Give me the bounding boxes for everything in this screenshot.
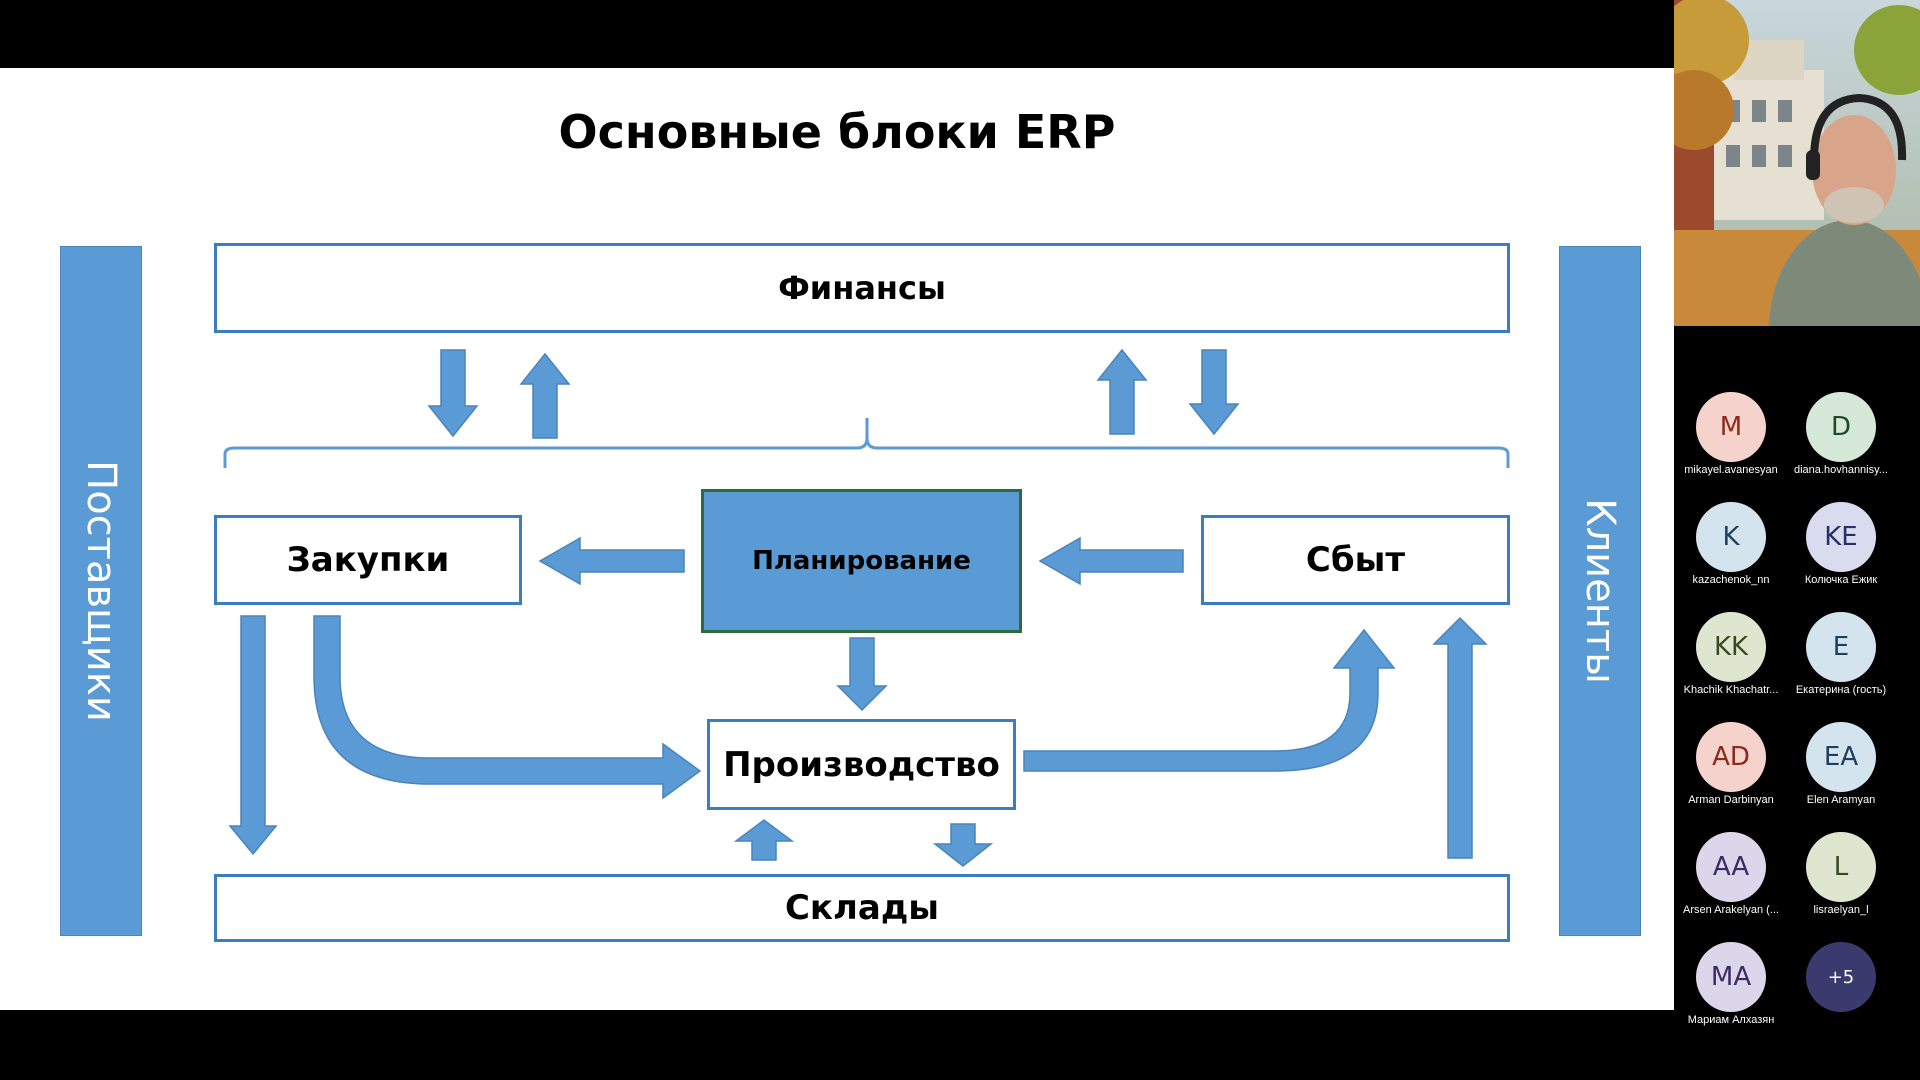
participant-tile[interactable]: KK Khachik Khachatr... bbox=[1676, 612, 1786, 716]
participant-name: lisraelyan_l bbox=[1813, 904, 1869, 916]
clients-label: Клиенты bbox=[1577, 498, 1623, 684]
production-block: Производство bbox=[707, 719, 1016, 810]
participant-name: Arman Darbinyan bbox=[1688, 794, 1774, 806]
participant-name: Колючка Ежик bbox=[1804, 574, 1878, 586]
arrow-down-finance-purchasing bbox=[427, 349, 479, 438]
participant-avatar: L bbox=[1806, 832, 1876, 902]
participant-avatar: MA bbox=[1696, 942, 1766, 1012]
purchasing-label: Закупки bbox=[286, 540, 450, 580]
more-participants-button[interactable]: +5 bbox=[1786, 942, 1896, 1046]
arrow-purchasing-to-production bbox=[313, 615, 702, 800]
participant-tile[interactable]: E Екатерина (гость) bbox=[1786, 612, 1896, 716]
participant-tile[interactable]: AD Arman Darbinyan bbox=[1676, 722, 1786, 826]
arrow-warehouses-to-production bbox=[733, 819, 795, 861]
participant-name: Arsen Arakelyan (... bbox=[1683, 904, 1779, 916]
more-participants-badge: +5 bbox=[1806, 942, 1876, 1012]
warehouses-block: Склады bbox=[214, 874, 1510, 942]
participant-name: Elen Aramyan bbox=[1806, 794, 1876, 806]
participant-avatar: AD bbox=[1696, 722, 1766, 792]
production-label: Производство bbox=[723, 744, 1000, 785]
participant-name: Khachik Khachatr... bbox=[1683, 684, 1779, 696]
arrow-warehouses-to-sales bbox=[1432, 616, 1488, 859]
arrow-up-finance-purchasing bbox=[519, 352, 571, 439]
brace-connector bbox=[223, 418, 1510, 468]
arrow-production-to-warehouses bbox=[932, 823, 994, 867]
participant-name: Мариам Алхазян bbox=[1687, 1014, 1775, 1026]
arrow-sales-to-planning bbox=[1038, 536, 1184, 586]
speaker-video-frame bbox=[1674, 0, 1920, 326]
planning-block: Планирование bbox=[701, 489, 1022, 633]
participant-tile[interactable]: EA Elen Aramyan bbox=[1786, 722, 1896, 826]
presentation-slide: Основные блоки ERP Поставщики Клиенты Фи… bbox=[0, 68, 1674, 1010]
participant-tile[interactable]: MA Мариам Алхазян bbox=[1676, 942, 1786, 1046]
participant-avatar: KK bbox=[1696, 612, 1766, 682]
participant-tile[interactable]: D diana.hovhannisy... bbox=[1786, 392, 1896, 496]
warehouses-label: Склады bbox=[784, 888, 940, 928]
arrow-purchasing-to-warehouses bbox=[228, 615, 278, 856]
participant-avatar: D bbox=[1806, 392, 1876, 462]
participant-avatar: K bbox=[1696, 502, 1766, 572]
sales-label: Сбыт bbox=[1305, 540, 1406, 580]
arrow-production-to-sales bbox=[1023, 628, 1396, 772]
slide-title: Основные блоки ERP bbox=[558, 105, 1116, 159]
speaker-video[interactable] bbox=[1674, 0, 1920, 326]
participant-name: diana.hovhannisy... bbox=[1794, 464, 1888, 476]
planning-label: Планирование bbox=[752, 546, 971, 576]
participant-avatar: M bbox=[1696, 392, 1766, 462]
erp-diagram-arrows bbox=[223, 348, 1510, 867]
arrow-planning-to-production bbox=[836, 637, 888, 712]
suppliers-block: Поставщики bbox=[60, 246, 142, 936]
participant-avatar: EA bbox=[1806, 722, 1876, 792]
participant-avatar: KE bbox=[1806, 502, 1876, 572]
participant-tile[interactable]: KE Колючка Ежик bbox=[1786, 502, 1896, 606]
participant-tile[interactable]: M mikayel.avanesyan bbox=[1676, 392, 1786, 496]
finance-label: Финансы bbox=[778, 269, 946, 307]
participants-panel: M mikayel.avanesyan D diana.hovhannisy..… bbox=[1674, 0, 1920, 1080]
arrow-down-finance-sales bbox=[1188, 349, 1240, 436]
suppliers-label: Поставщики bbox=[78, 460, 124, 722]
participant-name: mikayel.avanesyan bbox=[1684, 464, 1778, 476]
finance-block: Финансы bbox=[214, 243, 1510, 333]
sales-block: Сбыт bbox=[1201, 515, 1510, 605]
purchasing-block: Закупки bbox=[214, 515, 522, 605]
participant-tile[interactable]: AA Arsen Arakelyan (... bbox=[1676, 832, 1786, 936]
participant-tile[interactable]: L lisraelyan_l bbox=[1786, 832, 1896, 936]
arrow-up-finance-sales bbox=[1096, 348, 1148, 435]
participant-avatar: E bbox=[1806, 612, 1876, 682]
clients-block: Клиенты bbox=[1559, 246, 1641, 936]
participant-name: Екатерина (гость) bbox=[1795, 684, 1887, 696]
participant-tile[interactable]: K kazachenok_nn bbox=[1676, 502, 1786, 606]
participant-avatar: AA bbox=[1696, 832, 1766, 902]
arrow-planning-to-purchasing bbox=[538, 536, 685, 586]
participant-name: kazachenok_nn bbox=[1692, 574, 1770, 586]
